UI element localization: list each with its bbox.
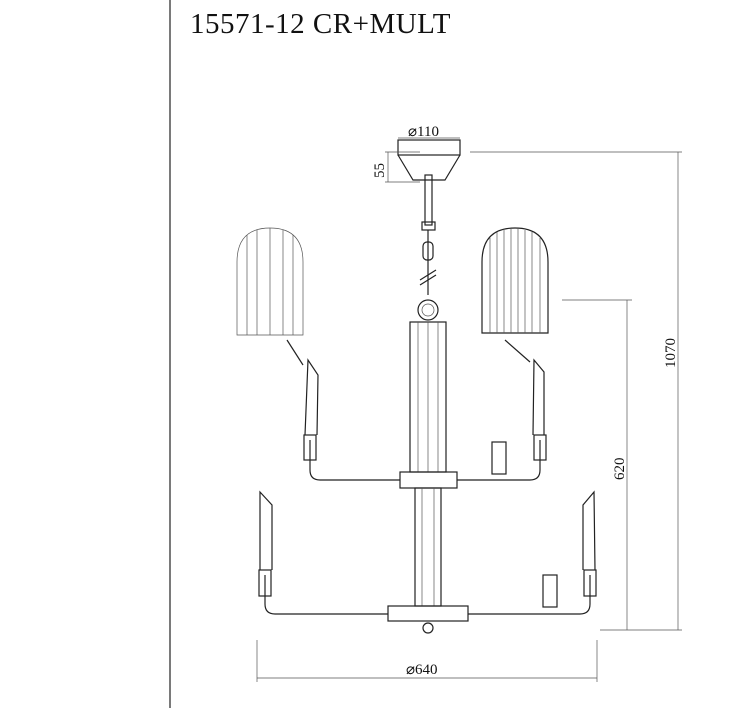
- canopy-height-label: 55: [372, 163, 388, 178]
- body-height-label: 620: [612, 458, 628, 481]
- central-column: [387, 321, 469, 634]
- canopy-diameter-label: ⌀110: [408, 124, 439, 140]
- lower-right-shade: [582, 490, 596, 571]
- lower-left-shade: [259, 490, 273, 570]
- upper-left-shade: [304, 358, 319, 436]
- upper-left-arm: [309, 440, 400, 481]
- dimension-lines: [256, 151, 682, 682]
- canopy: [397, 137, 461, 181]
- diameter-label: ⌀640: [406, 662, 438, 678]
- upper-right-arm: [457, 440, 541, 481]
- shade-detail-left: [236, 227, 304, 366]
- suspension-rod: [417, 174, 439, 321]
- total-height-label: 1070: [663, 338, 679, 368]
- model-title: 15571-12 CR+MULT: [190, 8, 451, 40]
- bulb: [491, 441, 507, 475]
- upper-right-shade: [532, 358, 545, 436]
- shade-detail-right: [481, 227, 549, 363]
- lower-left-arm: [264, 575, 388, 615]
- lower-right-arm: [468, 575, 591, 615]
